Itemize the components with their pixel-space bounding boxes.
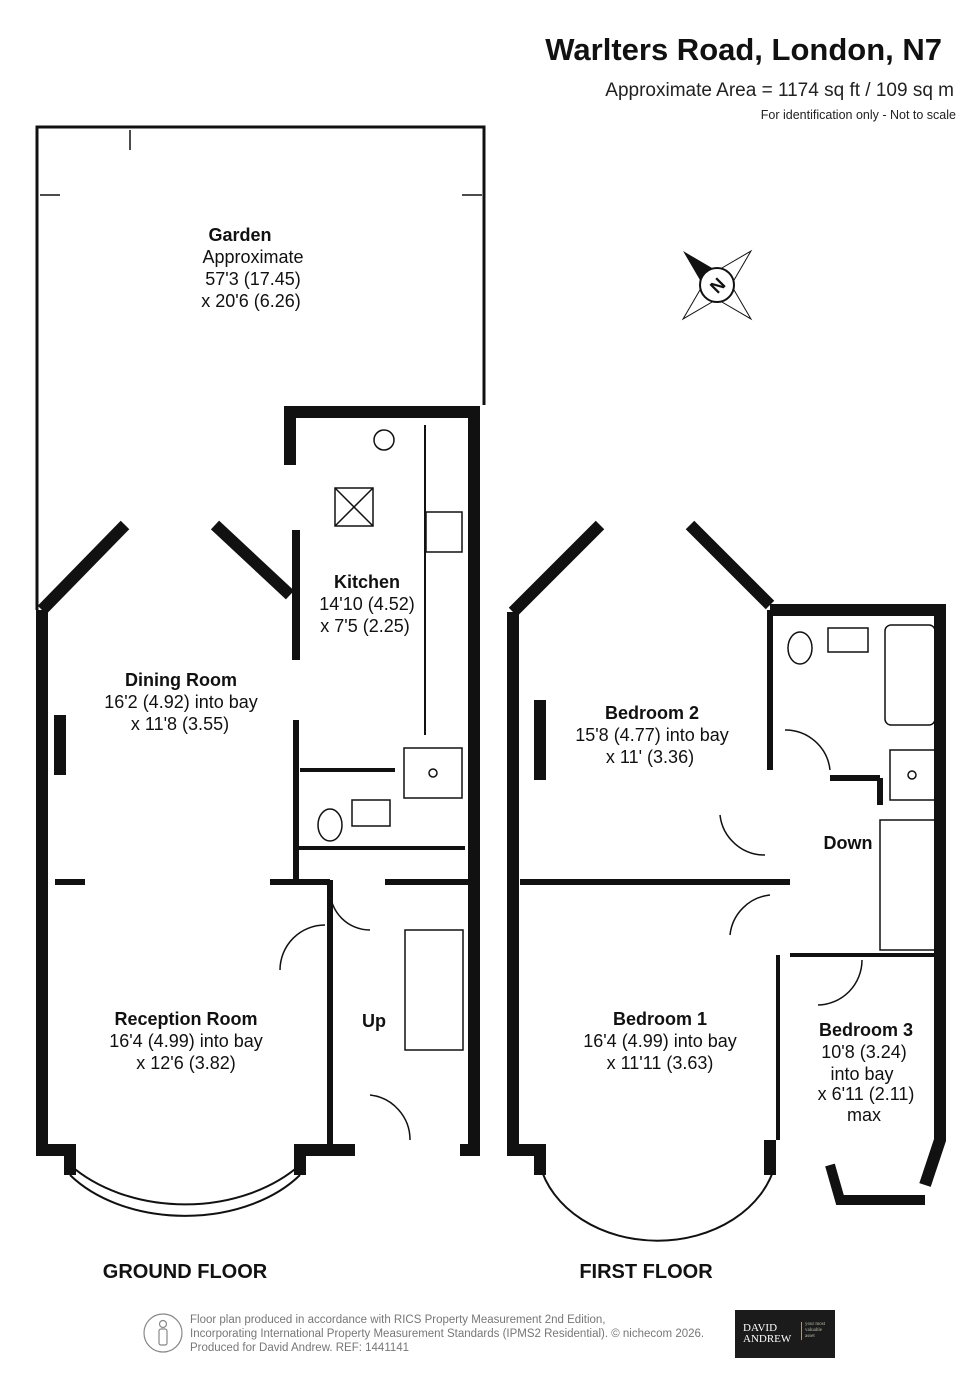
stairs-up-label: Up xyxy=(362,1011,386,1031)
room-bedroom-3: Bedroom 3 10'8 (3.24) into bay x 6'11 (2… xyxy=(818,1020,915,1125)
svg-text:x 11'11 (3.63): x 11'11 (3.63) xyxy=(607,1053,714,1073)
compass-icon xyxy=(681,249,753,321)
svg-text:10'8 (3.24): 10'8 (3.24) xyxy=(821,1042,907,1062)
svg-text:Bedroom 2: Bedroom 2 xyxy=(605,703,699,723)
svg-text:16'2 (4.92) into bay: 16'2 (4.92) into bay xyxy=(104,692,258,712)
ground-floor-walls xyxy=(36,406,480,1175)
footer-notice: Floor plan produced in accordance with R… xyxy=(190,1314,705,1354)
svg-text:16'4 (4.99) into bay: 16'4 (4.99) into bay xyxy=(109,1031,263,1051)
svg-text:14'10 (4.52): 14'10 (4.52) xyxy=(319,594,415,614)
reception-bay-window xyxy=(69,1164,301,1206)
ground-floor-label: GROUND FLOOR xyxy=(103,1261,268,1283)
svg-text:into bay: into bay xyxy=(830,1064,893,1084)
room-bedroom-1: Bedroom 1 16'4 (4.99) into bay x 11'11 (… xyxy=(583,1009,737,1073)
svg-text:max: max xyxy=(847,1105,881,1125)
agency-logo: DAVID ANDREW your most valuable asset xyxy=(735,1310,835,1358)
svg-text:Dining Room: Dining Room xyxy=(125,670,237,690)
first-floor-label: FIRST FLOOR xyxy=(579,1261,713,1283)
svg-text:57'3 (17.45): 57'3 (17.45) xyxy=(205,269,301,289)
room-dining-room: Dining Room 16'2 (4.92) into bay x 11'8 … xyxy=(104,670,258,734)
svg-text:x 7'5 (2.25): x 7'5 (2.25) xyxy=(320,616,409,636)
disclaimer: For identification only - Not to scale xyxy=(760,108,956,122)
svg-text:Bedroom 3: Bedroom 3 xyxy=(819,1020,913,1040)
svg-text:Bedroom 1: Bedroom 1 xyxy=(613,1009,707,1029)
property-title: Warlters Road, London, N7 xyxy=(545,32,942,67)
person-icon xyxy=(143,1313,183,1353)
svg-text:Approximate: Approximate xyxy=(202,247,303,267)
room-reception-room: Reception Room 16'4 (4.99) into bay x 12… xyxy=(109,1009,263,1073)
stairs-down-label: Down xyxy=(824,833,873,853)
kitchen-fixtures xyxy=(279,429,464,1141)
svg-text:x 11' (3.36): x 11' (3.36) xyxy=(606,747,694,767)
svg-text:x 11'8 (3.55): x 11'8 (3.55) xyxy=(131,714,229,734)
svg-text:16'4 (4.99) into bay: 16'4 (4.99) into bay xyxy=(583,1031,737,1051)
garden-boundary xyxy=(35,125,486,610)
room-kitchen: Kitchen 14'10 (4.52) x 7'5 (2.25) xyxy=(319,572,415,636)
svg-text:x 20'6 (6.26): x 20'6 (6.26) xyxy=(201,291,301,311)
svg-text:Reception Room: Reception Room xyxy=(114,1009,257,1029)
bedroom-1-bay-window xyxy=(539,1164,776,1242)
first-floor-walls xyxy=(507,520,946,1205)
svg-text:Kitchen: Kitchen xyxy=(334,572,400,592)
room-garden: Garden Approximate 57'3 (17.45) x 20'6 (… xyxy=(201,225,303,311)
svg-text:x 12'6 (3.82): x 12'6 (3.82) xyxy=(136,1053,236,1073)
svg-text:15'8 (4.77) into bay: 15'8 (4.77) into bay xyxy=(575,725,729,745)
approximate-area: Approximate Area = 1174 sq ft / 109 sq m xyxy=(605,80,954,101)
svg-text:x 6'11 (2.11): x 6'11 (2.11) xyxy=(818,1084,915,1104)
room-bedroom-2: Bedroom 2 15'8 (4.77) into bay x 11' (3.… xyxy=(575,703,729,767)
bathroom-fixtures xyxy=(719,624,936,1006)
svg-text:Garden: Garden xyxy=(208,225,271,245)
